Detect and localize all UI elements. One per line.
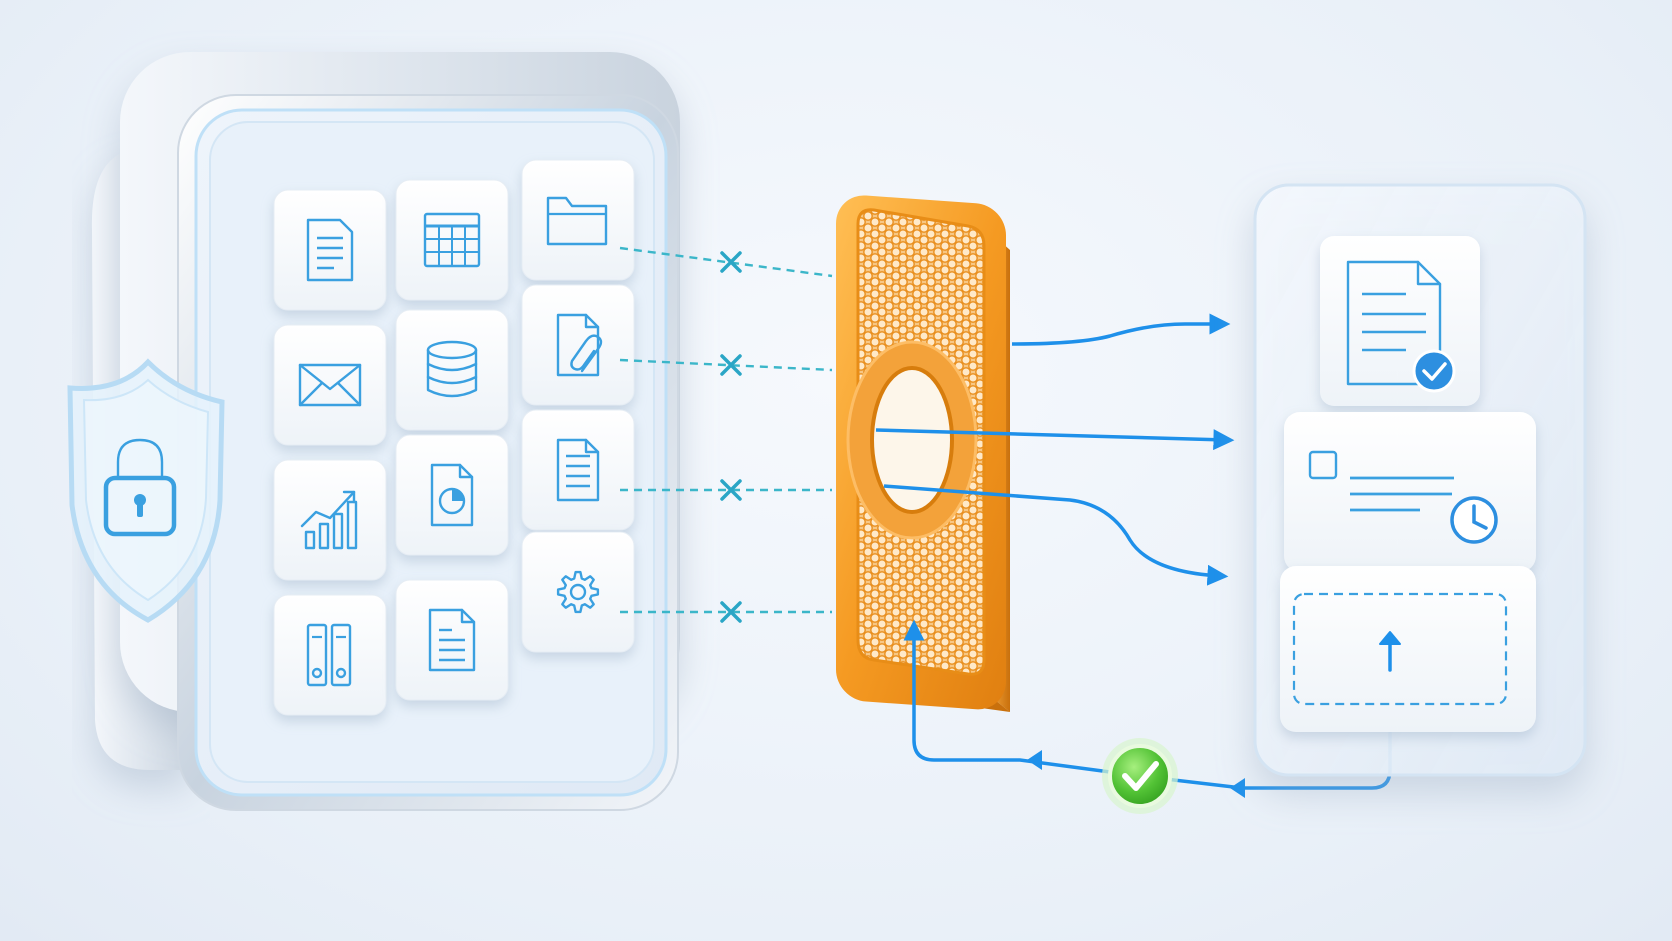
blocked-path bbox=[620, 601, 832, 623]
envelope-icon bbox=[298, 363, 362, 407]
vault-tile bbox=[395, 309, 509, 431]
blocked-path bbox=[619, 246, 833, 278]
clock-icon bbox=[1450, 496, 1498, 544]
vault-tile bbox=[273, 189, 387, 311]
document-icon bbox=[306, 218, 354, 282]
shield-icon bbox=[67, 358, 225, 623]
scheduled-entry-card bbox=[1284, 412, 1536, 572]
binders-icon bbox=[306, 623, 352, 687]
folder-icon bbox=[546, 196, 608, 246]
blocked-path bbox=[620, 479, 832, 501]
output-panel bbox=[1253, 183, 1587, 777]
vault-tile bbox=[395, 434, 509, 556]
x-mark-icon bbox=[720, 354, 742, 376]
arrow-up-icon bbox=[1379, 631, 1401, 672]
vault-tile bbox=[395, 579, 509, 701]
vault-file-grid bbox=[273, 159, 635, 716]
x-mark-icon bbox=[720, 251, 742, 273]
vault-tile bbox=[521, 159, 635, 281]
pie-chart-file-icon bbox=[430, 463, 474, 527]
vault-tile bbox=[273, 324, 387, 446]
padlock-icon bbox=[103, 438, 177, 537]
upload-dropzone-icon bbox=[1292, 592, 1508, 706]
x-mark-icon bbox=[720, 479, 742, 501]
vault-tile bbox=[521, 409, 635, 531]
flow-arrow-1 bbox=[1011, 313, 1231, 346]
report-icon bbox=[428, 608, 476, 672]
green-check-icon bbox=[1102, 738, 1178, 814]
blocked-paths bbox=[619, 246, 833, 623]
vault-tile bbox=[521, 531, 635, 653]
vault-tile bbox=[273, 459, 387, 581]
x-mark-icon bbox=[720, 601, 742, 623]
vault-tile bbox=[273, 594, 387, 716]
scheduled-entry-icon bbox=[1308, 450, 1454, 512]
upload-dropzone-card bbox=[1280, 566, 1536, 732]
vault-tile bbox=[521, 284, 635, 406]
blocked-path bbox=[619, 354, 833, 376]
flow-arrow-3 bbox=[883, 484, 1229, 586]
bar-chart-icon bbox=[300, 490, 358, 550]
vault-tile bbox=[395, 179, 509, 301]
flow-arrow-2 bbox=[875, 428, 1235, 451]
verified-document-card bbox=[1320, 236, 1480, 406]
spreadsheet-icon bbox=[423, 212, 481, 268]
verified-document-icon bbox=[1346, 260, 1442, 386]
mesh-filter-gate bbox=[836, 195, 1010, 712]
attachment-file-icon bbox=[556, 313, 603, 377]
text-file-icon bbox=[556, 438, 600, 502]
gear-icon bbox=[556, 570, 600, 614]
database-icon bbox=[426, 340, 478, 398]
check-badge-icon bbox=[1412, 349, 1456, 393]
